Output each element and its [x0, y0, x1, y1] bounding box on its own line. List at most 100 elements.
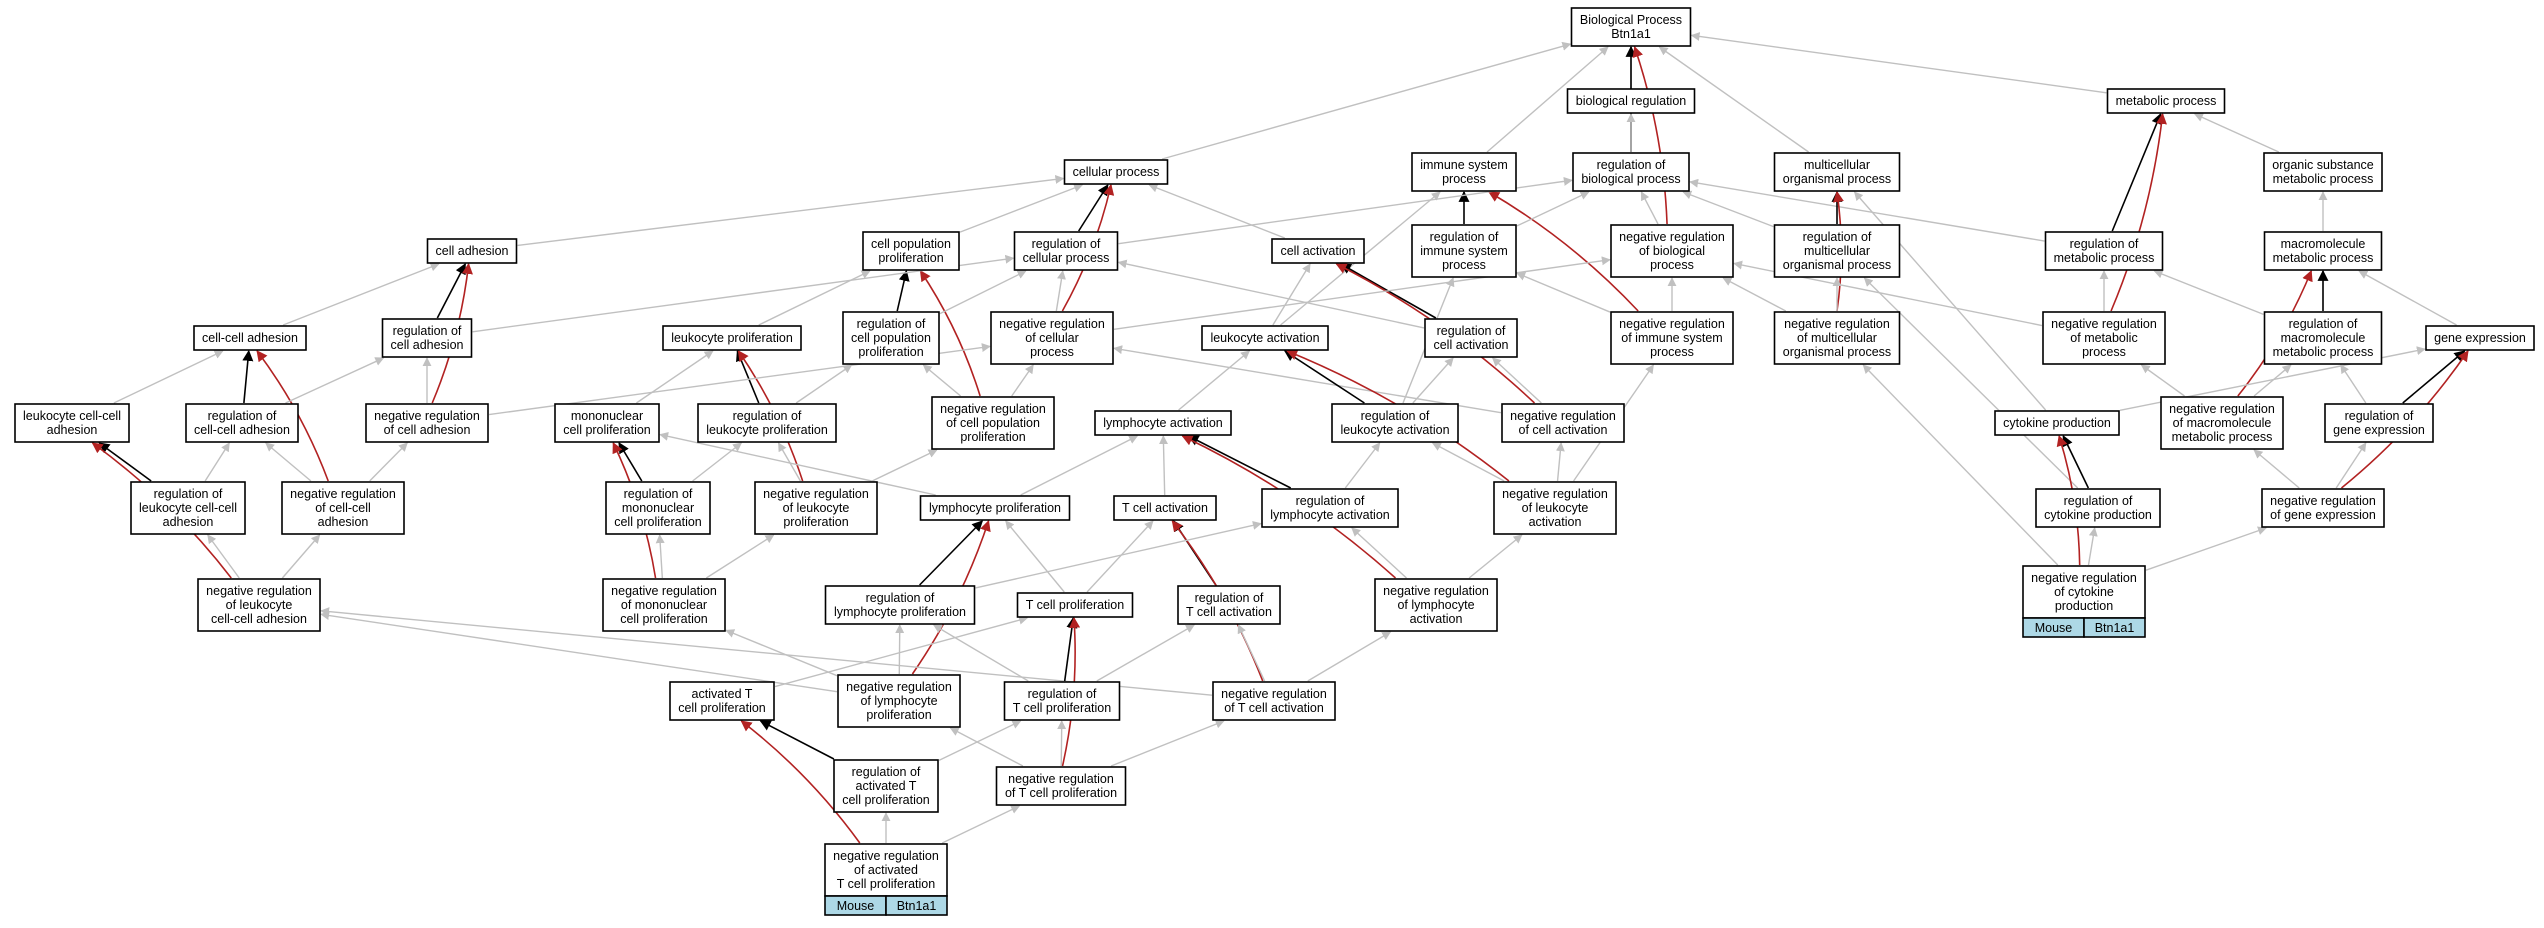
- term-node-regulation-of-t-cell-proliferation[interactable]: regulation ofT cell proliferation: [1003, 681, 1121, 721]
- term-label-line: regulation of: [1803, 230, 1872, 244]
- term-box: [1113, 495, 1217, 521]
- term-label-line: of cell activation: [1519, 423, 1608, 437]
- term-label-line: adhesion: [163, 515, 214, 529]
- edge-is-a: [2087, 527, 2098, 566]
- edge-is-a: [1055, 270, 1066, 312]
- term-node-leukocyte-activation[interactable]: leukocyte activation: [1201, 325, 1329, 351]
- edge-is-a: [1161, 41, 1572, 160]
- term-box: [754, 481, 878, 535]
- term-node-t-cell-proliferation[interactable]: T cell proliferation: [1016, 592, 1134, 618]
- edge-is-a: [959, 183, 1084, 233]
- term-label-line: cell-cell adhesion: [211, 612, 307, 626]
- term-box: [995, 766, 1127, 806]
- term-box: [2324, 403, 2434, 443]
- edge-is-a: [692, 442, 743, 482]
- edge-is-a: [517, 174, 1065, 247]
- edge-is-a: [1516, 272, 1611, 313]
- term-node-lymphocyte-proliferation[interactable]: lymphocyte proliferation: [919, 495, 1071, 521]
- term-label-line: regulation of: [2345, 409, 2414, 423]
- term-label-line: of multicellular: [1797, 331, 1877, 345]
- term-label-line: regulation of: [624, 487, 693, 501]
- edge-is-a: [1412, 357, 1454, 404]
- term-node-cellular-process[interactable]: cellular process: [1063, 159, 1169, 185]
- term-label-line: production: [2055, 599, 2113, 613]
- term-label-line: negative regulation: [940, 402, 1046, 416]
- term-label-line: negative regulation: [1383, 584, 1489, 598]
- term-box: [1094, 410, 1232, 436]
- term-node-cytokine-production[interactable]: cytokine production: [1994, 410, 2120, 436]
- term-node-leukocyte-proliferation[interactable]: leukocyte proliferation: [662, 325, 802, 351]
- term-label-line: lymphocyte proliferation: [929, 501, 1061, 515]
- edge-is-a: [2253, 364, 2292, 397]
- term-label-line: cell proliferation: [614, 515, 702, 529]
- term-node-gene-expression[interactable]: gene expression: [2425, 325, 2535, 351]
- term-node-t-cell-activation[interactable]: T cell activation: [1113, 495, 1217, 521]
- term-label-line: negative regulation: [2051, 317, 2157, 331]
- term-label-line: T cell proliferation: [1026, 598, 1124, 612]
- term-label-line: of immune system: [1621, 331, 1722, 345]
- term-label-line: regulation of: [2070, 237, 2139, 251]
- term-node-regulation-of-t-cell-activation[interactable]: regulation ofT cell activation: [1177, 585, 1281, 625]
- term-node-cell-adhesion[interactable]: cell adhesion: [426, 238, 518, 264]
- edge-is-a: [1689, 178, 2045, 242]
- term-node-biological-regulation[interactable]: biological regulation: [1566, 88, 1696, 114]
- edge-negatively-regulates: [1488, 191, 1639, 312]
- term-node-cell-cell-adhesion[interactable]: cell-cell adhesion: [193, 325, 307, 351]
- term-node-lymphocyte-activation[interactable]: lymphocyte activation: [1094, 410, 1232, 436]
- term-node-cell-activation[interactable]: cell activation: [1271, 238, 1365, 264]
- term-node-metabolic-process[interactable]: metabolic process: [2106, 88, 2226, 114]
- term-box: [2263, 311, 2383, 365]
- edge-is-a: [2140, 364, 2185, 397]
- term-box: [990, 311, 1114, 365]
